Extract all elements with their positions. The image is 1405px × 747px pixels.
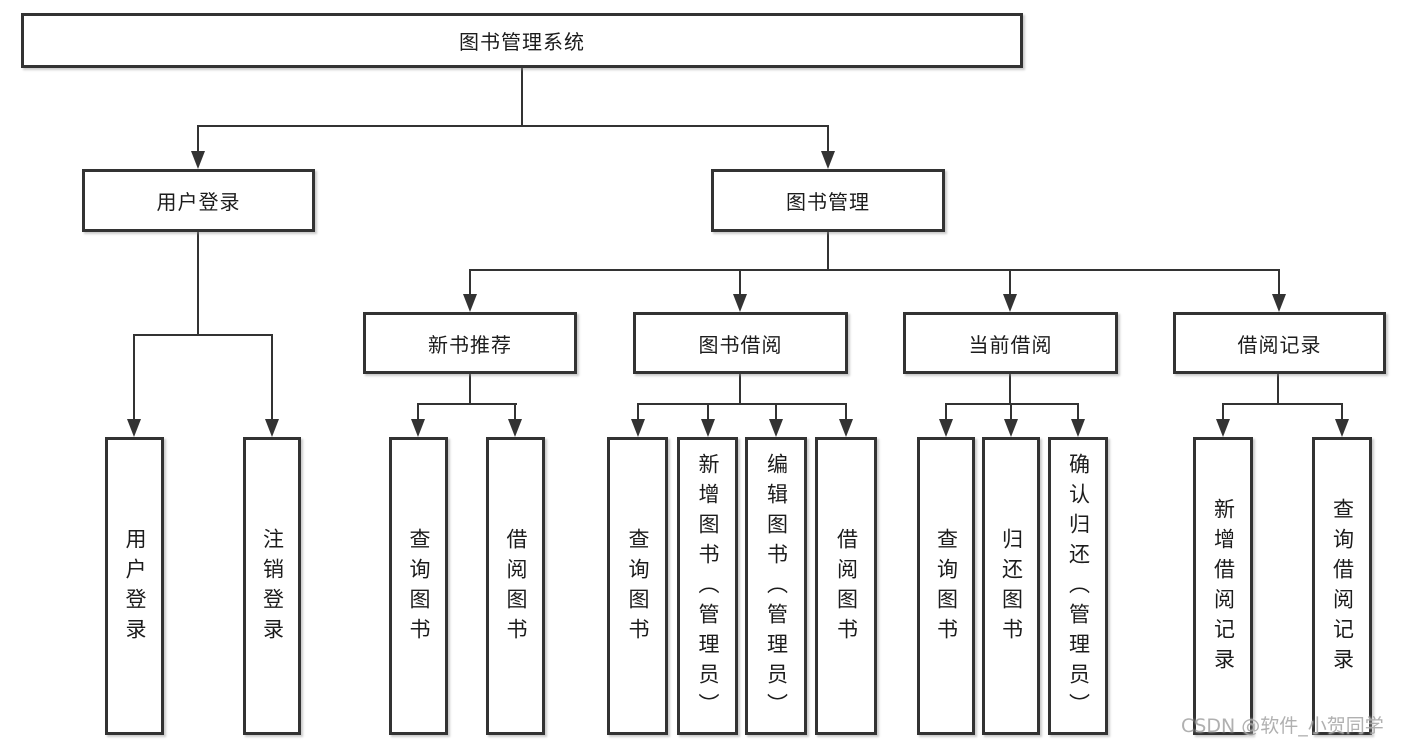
connector-line	[133, 334, 273, 336]
leaf-query-borrow-record: 查询借阅记录	[1312, 437, 1372, 735]
connector-line	[197, 232, 199, 336]
arrow-down-icon	[463, 294, 477, 312]
connector-line	[1278, 269, 1280, 296]
node-book-management: 图书管理	[711, 169, 945, 232]
connector-line	[1277, 374, 1279, 405]
connector-line	[1341, 403, 1343, 421]
connector-line	[827, 125, 829, 153]
node-new-book-recommend: 新书推荐	[363, 312, 577, 374]
connector-line	[707, 403, 709, 421]
connector-line	[1009, 374, 1011, 405]
arrow-down-icon	[508, 419, 522, 437]
arrow-down-icon	[1004, 419, 1018, 437]
csdn-watermark: CSDN @软件_小贺同学	[1181, 715, 1384, 737]
leaf-logout: 注销登录	[243, 437, 301, 735]
connector-line	[469, 269, 471, 296]
connector-line	[1009, 269, 1011, 296]
connector-line	[1010, 403, 1012, 421]
leaf-borrow-books-recommend: 借阅图书	[486, 437, 545, 735]
node-borrow-records: 借阅记录	[1173, 312, 1386, 374]
connector-line	[775, 403, 777, 421]
connector-line	[271, 334, 273, 421]
connector-line	[469, 269, 1280, 271]
connector-line	[417, 403, 419, 421]
connector-line	[197, 125, 829, 127]
leaf-query-books-borrow: 查询图书	[607, 437, 668, 735]
leaf-add-books-admin: 新增图书（管理员）	[677, 437, 738, 735]
arrow-down-icon	[839, 419, 853, 437]
connector-line	[133, 334, 135, 421]
leaf-query-books-current: 查询图书	[917, 437, 975, 735]
node-root-library-system: 图书管理系统	[21, 13, 1023, 68]
arrow-down-icon	[1216, 419, 1230, 437]
leaf-user-login: 用户登录	[105, 437, 164, 735]
connector-line	[827, 232, 829, 271]
connector-line	[1077, 403, 1079, 421]
leaf-add-borrow-record: 新增借阅记录	[1193, 437, 1253, 735]
leaf-return-books: 归还图书	[982, 437, 1040, 735]
arrow-down-icon	[1071, 419, 1085, 437]
arrow-down-icon	[701, 419, 715, 437]
connector-line	[945, 403, 1079, 405]
arrow-down-icon	[1272, 294, 1286, 312]
leaf-borrow-books: 借阅图书	[815, 437, 877, 735]
node-user-login: 用户登录	[82, 169, 315, 232]
arrow-down-icon	[1335, 419, 1349, 437]
arrow-down-icon	[733, 294, 747, 312]
connector-line	[637, 403, 847, 405]
connector-line	[521, 68, 523, 127]
connector-line	[637, 403, 639, 421]
leaf-confirm-return-admin: 确认归还（管理员）	[1048, 437, 1108, 735]
connector-line	[739, 269, 741, 296]
node-current-borrow: 当前借阅	[903, 312, 1118, 374]
arrow-down-icon	[631, 419, 645, 437]
connector-line	[469, 374, 471, 405]
connector-line	[417, 403, 517, 405]
arrow-down-icon	[127, 419, 141, 437]
connector-line	[945, 403, 947, 421]
leaf-query-books-recommend: 查询图书	[389, 437, 448, 735]
connector-line	[514, 403, 516, 421]
leaf-edit-books-admin: 编辑图书（管理员）	[745, 437, 807, 735]
connector-line	[197, 125, 199, 153]
arrow-down-icon	[411, 419, 425, 437]
arrow-down-icon	[1003, 294, 1017, 312]
connector-line	[739, 374, 741, 405]
arrow-down-icon	[769, 419, 783, 437]
arrow-down-icon	[821, 151, 835, 169]
connector-line	[1222, 403, 1224, 421]
connector-line	[1222, 403, 1343, 405]
arrow-down-icon	[265, 419, 279, 437]
connector-line	[845, 403, 847, 421]
arrow-down-icon	[191, 151, 205, 169]
arrow-down-icon	[939, 419, 953, 437]
node-book-borrow: 图书借阅	[633, 312, 848, 374]
